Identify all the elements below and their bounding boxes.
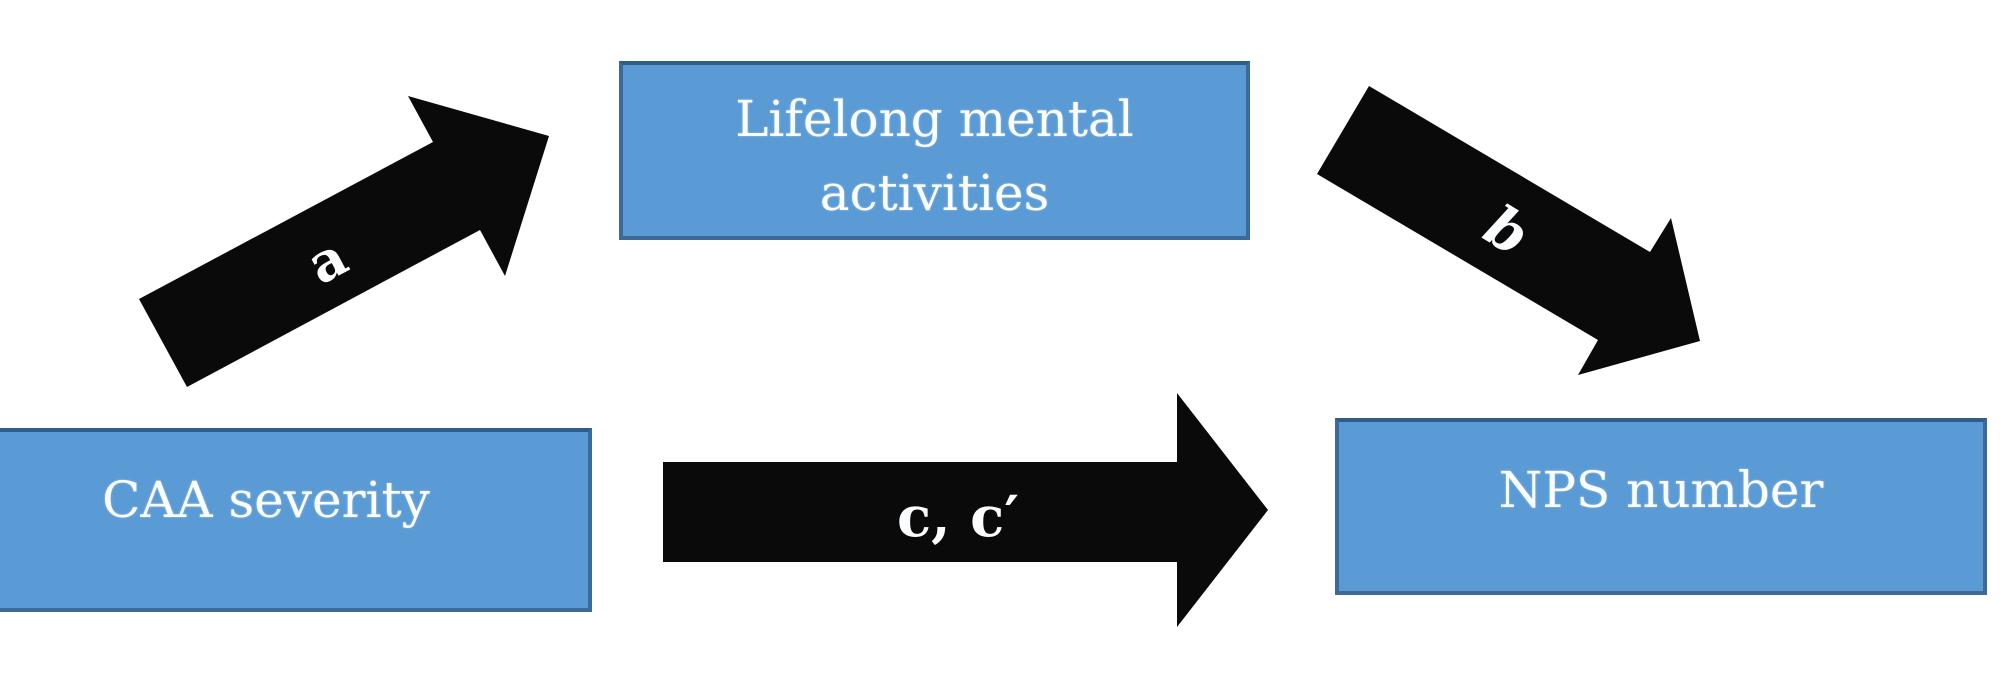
- arrow-c-label: c, c′: [897, 484, 1019, 550]
- arrow-a-path-predictor-to-mediator: [139, 96, 549, 387]
- box-outcome-nps-number: NPS number: [1335, 418, 1987, 595]
- arrow-b-path-mediator-to-outcome: [1317, 86, 1700, 375]
- box-predictor-caa-severity: CAA severity: [0, 428, 592, 612]
- arrow-c-path-predictor-to-outcome: [663, 393, 1268, 627]
- box-mediator-label-line1: Lifelong mental: [735, 89, 1134, 148]
- box-mediator-label-line2: activities: [819, 163, 1050, 222]
- box-predictor-label: CAA severity: [102, 471, 430, 529]
- box-mediator-lifelong-mental-activities: Lifelong mental activities: [619, 61, 1250, 240]
- box-outcome-label: NPS number: [1498, 460, 1824, 519]
